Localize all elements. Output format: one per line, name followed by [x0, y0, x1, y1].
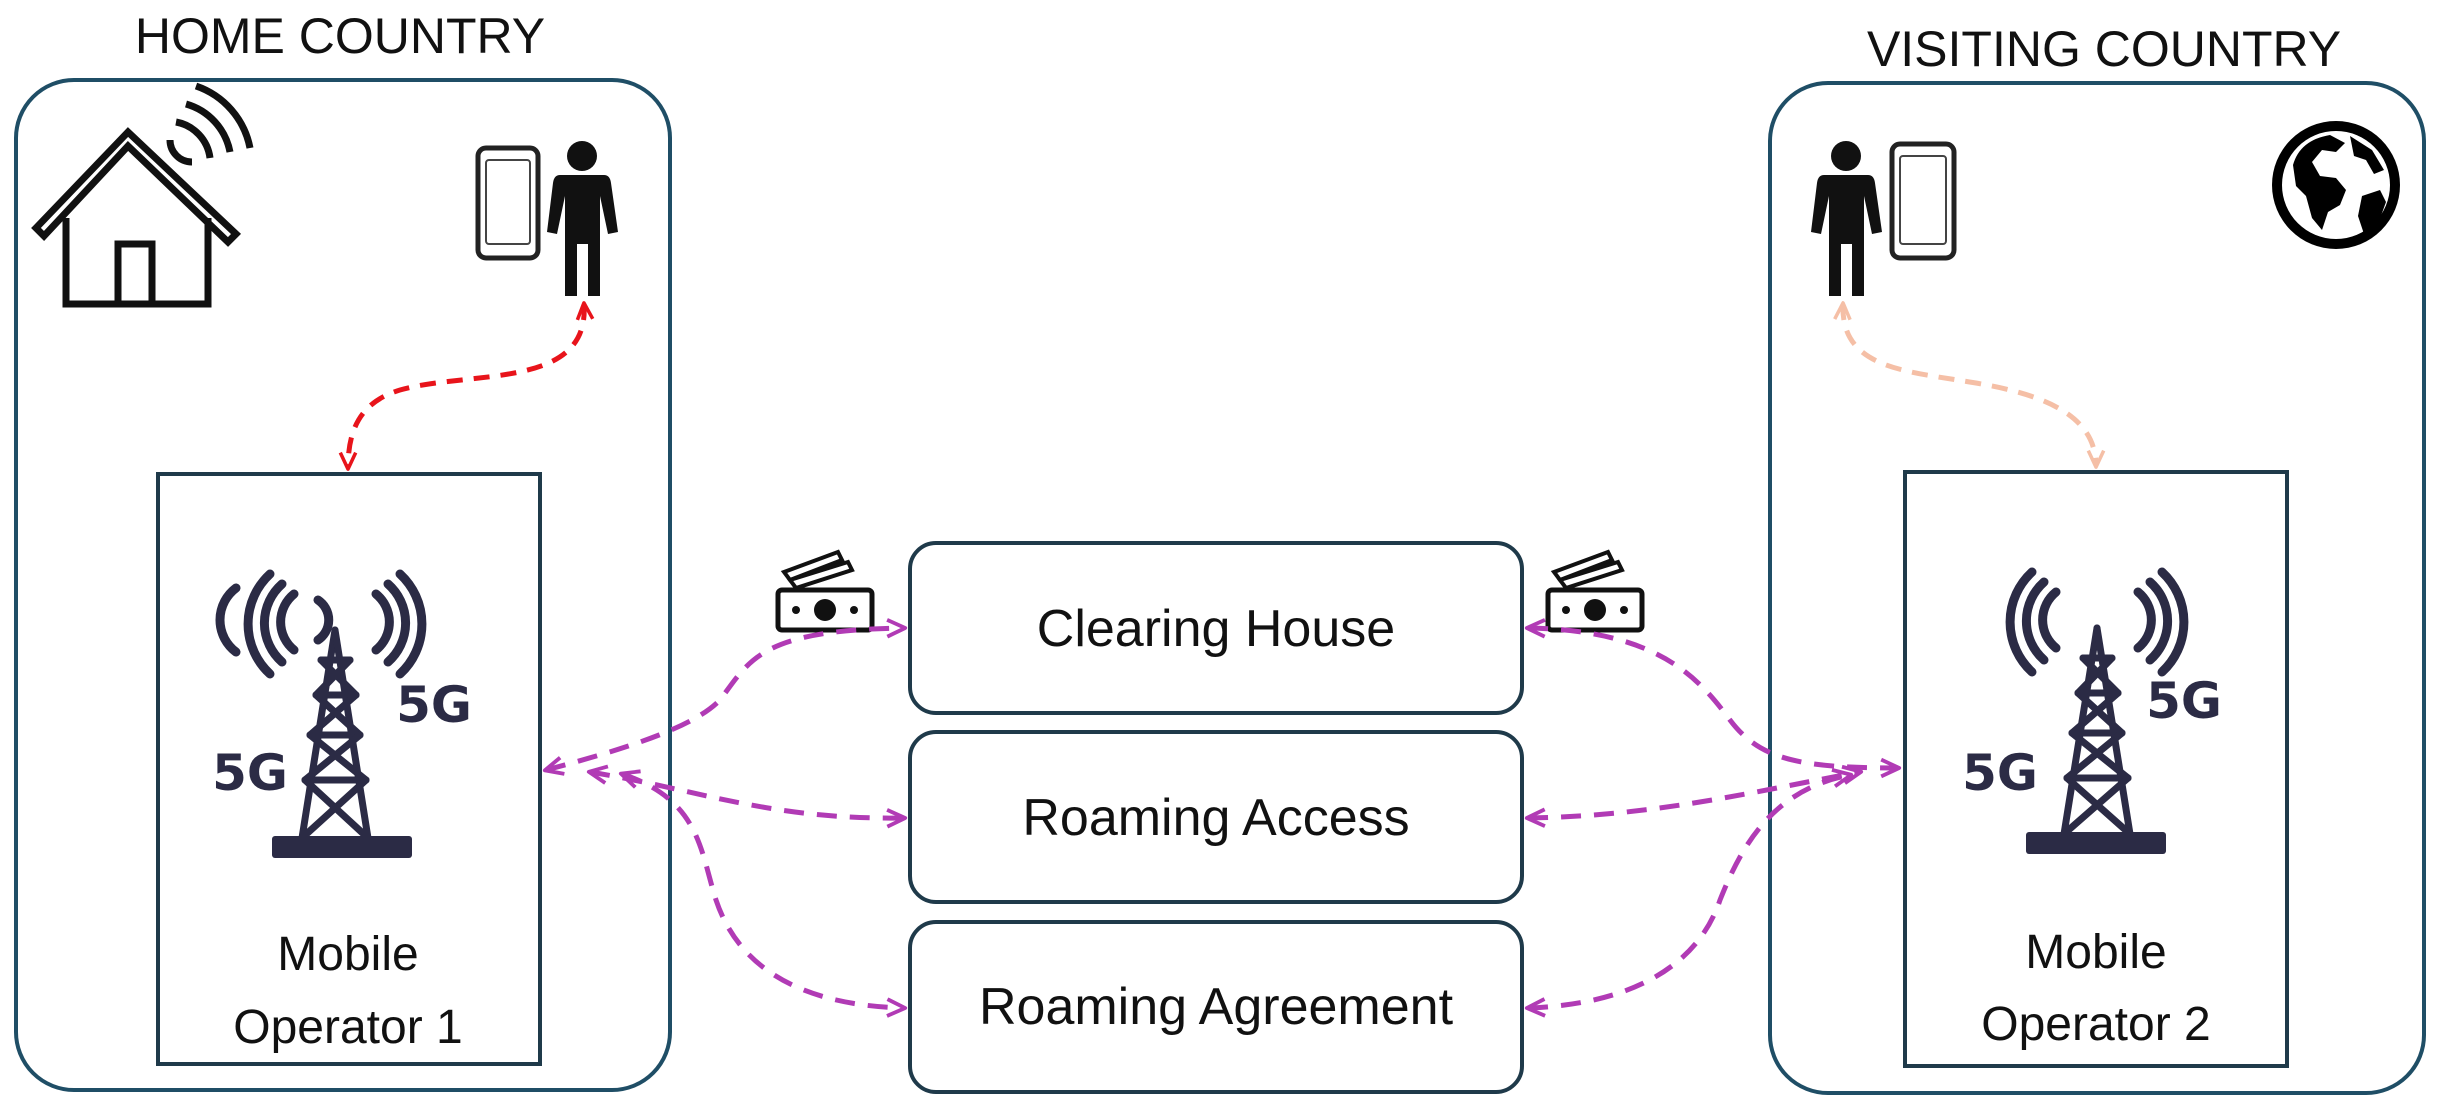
- roaming-agreement-box: [908, 920, 1524, 1094]
- roaming-agreement-label: Roaming Agreement: [979, 978, 1454, 1036]
- 5g-badge: 5G: [396, 676, 472, 734]
- cell-tower-icon: [2005, 567, 2189, 838]
- money-icon: [1545, 549, 1645, 633]
- roaming-access-label: Roaming Access: [1022, 789, 1409, 847]
- smartphone-icon: [475, 145, 541, 261]
- tower-base: [272, 836, 412, 858]
- roaming-access-box: [908, 730, 1524, 904]
- op1-clearing-house-link: [542, 618, 908, 776]
- operator-2-label-line2: Operator 2: [1981, 998, 2210, 1051]
- operator-2-label-line1: Mobile: [2025, 926, 2166, 979]
- op1-roaming-agreement-link: [618, 769, 908, 1018]
- visiting-country-region: [1768, 81, 2426, 1095]
- cell-tower-icon: [215, 569, 427, 842]
- house-wifi-icon: [31, 82, 254, 308]
- person-icon: [547, 141, 618, 296]
- visiting-country-title: VISITING COUNTRY: [1867, 21, 2341, 77]
- person-icon: [1811, 141, 1882, 296]
- smartphone-icon: [1889, 141, 1957, 261]
- op2-roaming-agreement-link: [1524, 767, 1854, 1018]
- op2-roaming-access-link: [1524, 764, 1864, 828]
- operator-1-label-line2: Operator 1: [233, 1001, 462, 1054]
- home-country-region: [14, 78, 672, 1092]
- 5g-badge: 5G: [212, 744, 288, 802]
- clearing-house-box: [908, 541, 1524, 715]
- tower-base: [2026, 832, 2166, 854]
- clearing-house-label: Clearing House: [1037, 600, 1395, 658]
- home-country-title: HOME COUNTRY: [135, 8, 545, 64]
- op2-clearing-house-link: [1524, 618, 1902, 779]
- mobile-operator-2-box: [1903, 470, 2289, 1068]
- 5g-badge: 5G: [1962, 744, 2038, 802]
- 5g-badge: 5G: [2146, 672, 2222, 730]
- money-icon: [775, 549, 875, 633]
- operator-1-label-line1: Mobile: [277, 928, 418, 981]
- home-user-operator-link: [338, 301, 595, 471]
- globe-icon: [2272, 121, 2400, 249]
- visiting-user-operator-link: [1833, 301, 2106, 469]
